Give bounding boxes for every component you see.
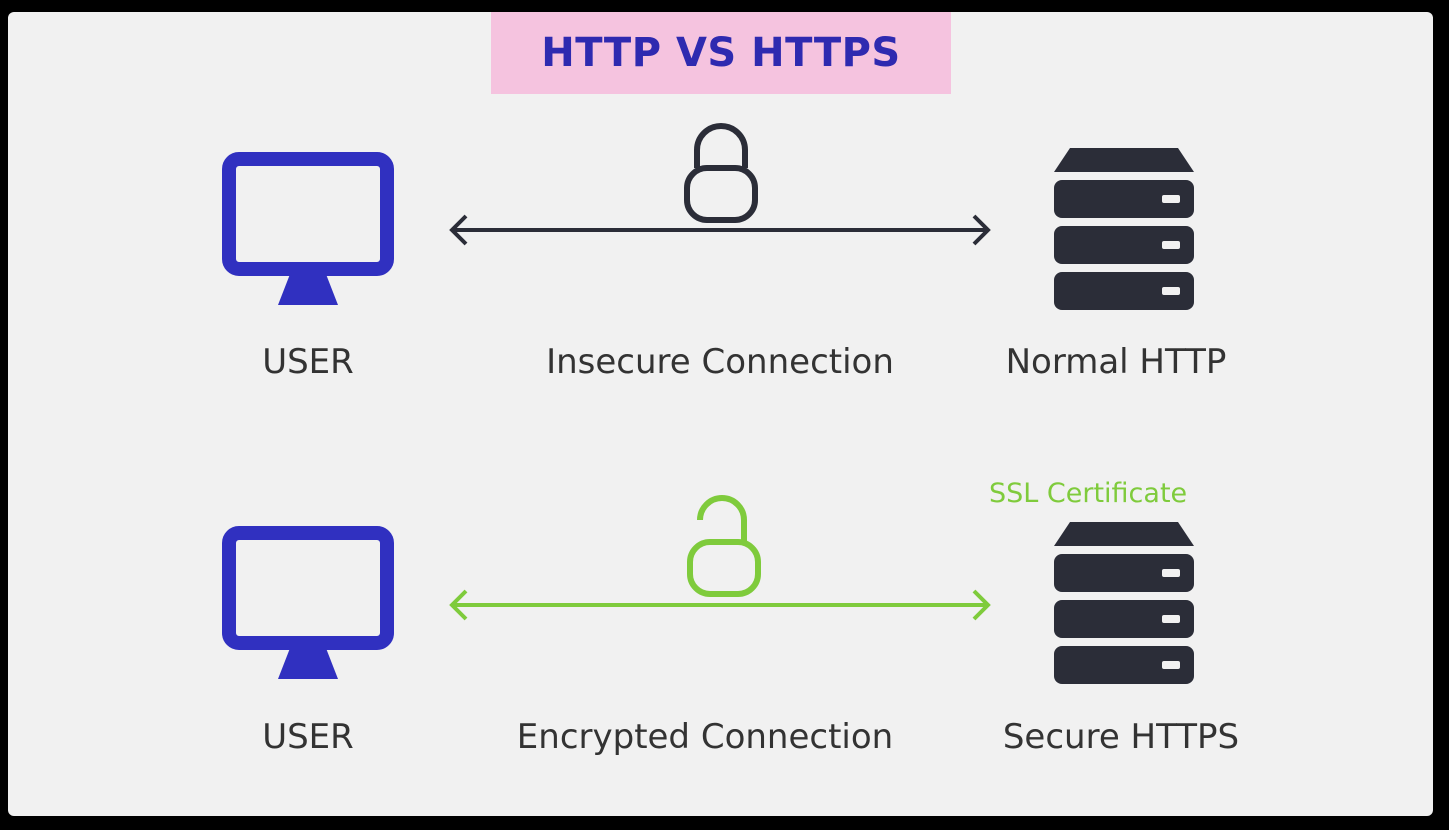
page-title: HTTP VS HTTPS	[541, 30, 901, 76]
server-icon	[1054, 522, 1194, 684]
server-label: Secure HTTPS	[1002, 717, 1240, 757]
diagram-canvas: HTTP VS HTTPS USER Insecure Connection N…	[8, 12, 1433, 816]
locked-padlock-icon	[684, 123, 758, 223]
server-icon	[1054, 148, 1194, 310]
connection-label: Encrypted Connection	[516, 717, 894, 757]
bidirectional-arrow-icon	[449, 589, 991, 621]
connection-label: Insecure Connection	[546, 342, 894, 382]
client-label: USER	[262, 342, 354, 382]
ssl-certificate-label: SSL Certificate	[989, 478, 1188, 509]
monitor-icon	[222, 526, 394, 679]
monitor-icon	[222, 152, 394, 305]
title-banner: HTTP VS HTTPS	[491, 12, 951, 94]
unlocked-padlock-icon	[687, 495, 761, 597]
server-label: Normal HTTP	[1005, 342, 1227, 382]
client-label: USER	[262, 717, 354, 757]
bidirectional-arrow-icon	[449, 214, 991, 246]
